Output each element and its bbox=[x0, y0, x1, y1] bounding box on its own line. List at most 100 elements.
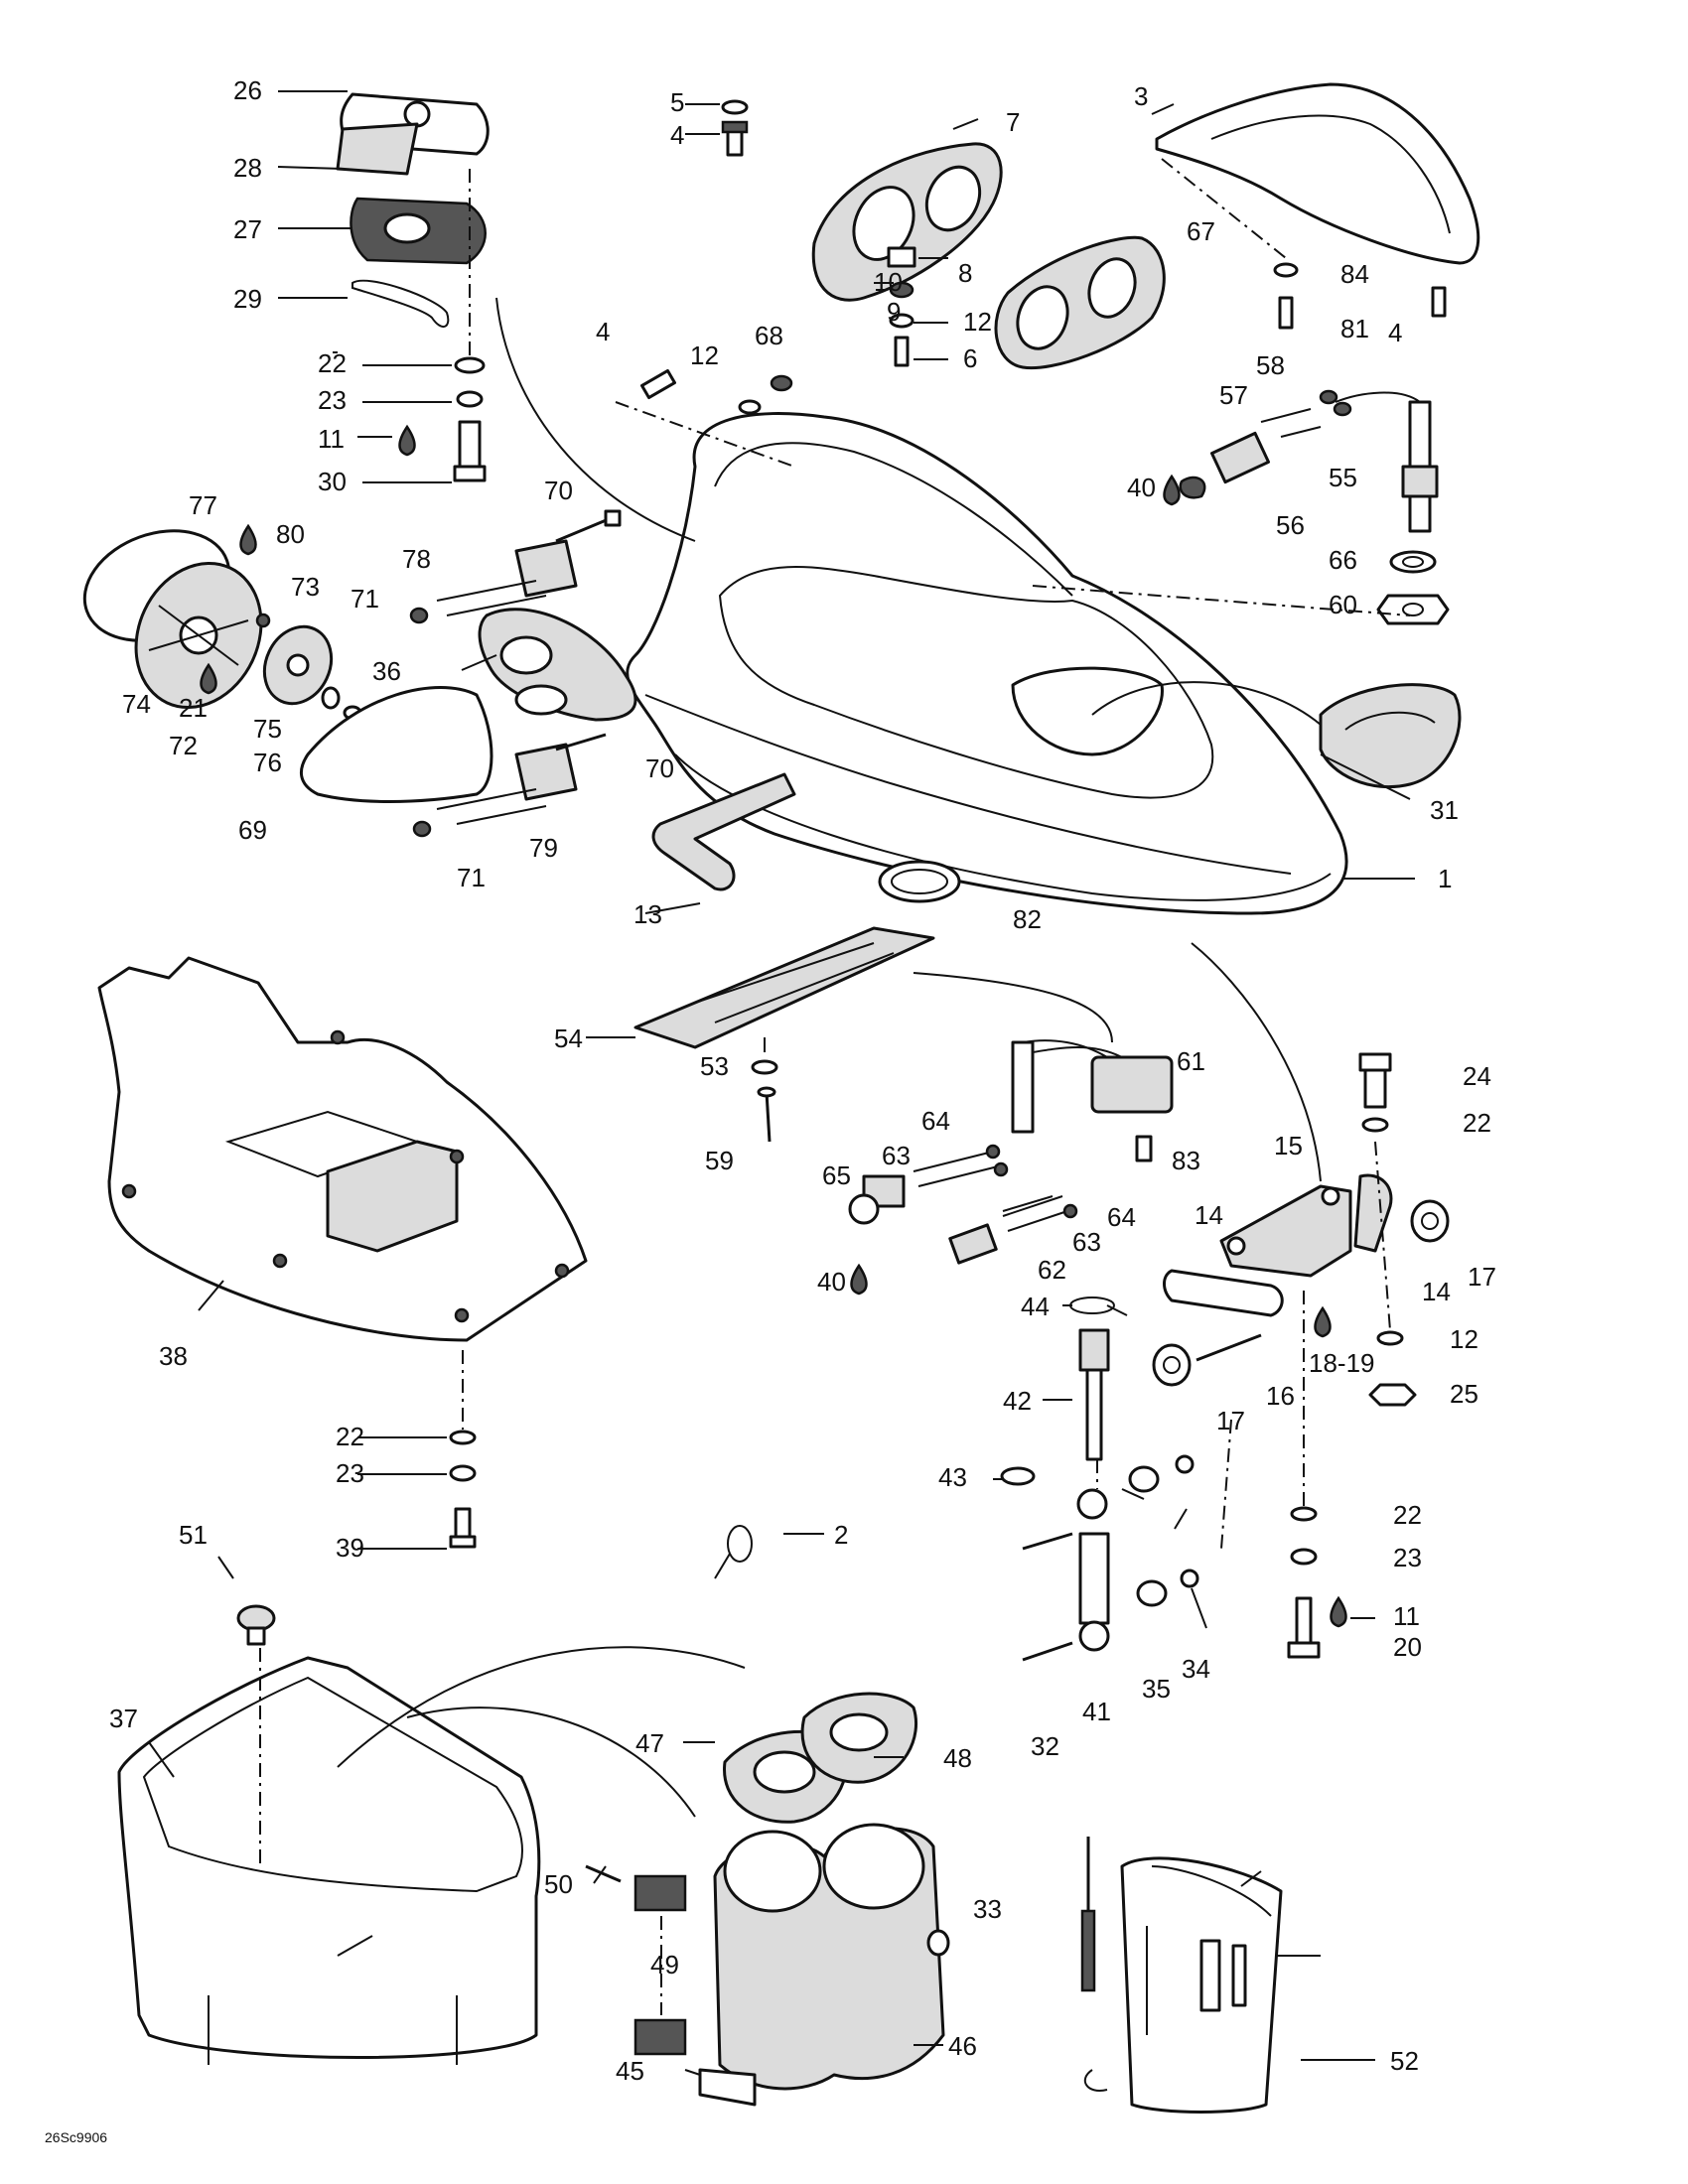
callout-80: 80 bbox=[276, 519, 305, 549]
part-5-washer bbox=[721, 99, 749, 115]
callout-4-windshield: 4 bbox=[1388, 318, 1402, 347]
callout-36: 36 bbox=[372, 656, 401, 686]
callout-71-lower: 71 bbox=[457, 863, 486, 892]
callout-52: 52 bbox=[1390, 2046, 1419, 2076]
part-49-plate-lower bbox=[633, 2018, 687, 2056]
part-34-clip bbox=[1175, 1454, 1199, 1588]
callout-69: 69 bbox=[238, 815, 267, 845]
callout-30: 30 bbox=[318, 467, 347, 496]
part-66-washer bbox=[1389, 550, 1437, 574]
oil-drop-icon-21 bbox=[200, 662, 217, 695]
callout-5: 5 bbox=[670, 87, 684, 117]
part-70-bolt-lower bbox=[555, 733, 607, 751]
callout-77: 77 bbox=[189, 490, 217, 520]
oil-drop-icon-18-19 bbox=[1314, 1305, 1332, 1338]
callout-11-top: 11 bbox=[318, 424, 345, 454]
part-23-lockwasher-right bbox=[1290, 1548, 1318, 1566]
part-37-storage-bin bbox=[117, 1656, 541, 2065]
part-23-lockwasher-tray bbox=[449, 1464, 477, 1482]
callout-25: 25 bbox=[1450, 1379, 1478, 1409]
callout-40-top: 40 bbox=[1127, 473, 1156, 502]
oil-drop-icon-80 bbox=[239, 523, 257, 556]
callout-61: 61 bbox=[1177, 1046, 1205, 1076]
callout-28: 28 bbox=[233, 153, 262, 183]
callout-54: 54 bbox=[554, 1024, 583, 1053]
callout-20: 20 bbox=[1393, 1632, 1422, 1662]
part-24-bolt bbox=[1358, 1052, 1392, 1109]
callout-40-bottom: 40 bbox=[817, 1267, 846, 1297]
callout-23-right: 23 bbox=[1393, 1543, 1422, 1572]
part-36-light-housing bbox=[478, 608, 637, 722]
part-12-washer-gauge bbox=[889, 313, 914, 329]
part-58-seals bbox=[1319, 389, 1352, 417]
callout-9: 9 bbox=[887, 297, 901, 327]
part-63-terminals-lower bbox=[1002, 1195, 1054, 1212]
callout-67: 67 bbox=[1187, 216, 1215, 246]
callout-32: 32 bbox=[1031, 1731, 1059, 1761]
part-50-rivet bbox=[585, 1864, 622, 1883]
callout-84: 84 bbox=[1340, 259, 1369, 289]
callout-13: 13 bbox=[633, 899, 662, 929]
callout-66: 66 bbox=[1329, 545, 1357, 575]
callout-78: 78 bbox=[402, 544, 431, 574]
part-22-washer-top bbox=[454, 356, 486, 374]
callout-26: 26 bbox=[233, 75, 262, 105]
oil-drop-icon-11-right bbox=[1330, 1595, 1347, 1628]
part-23-lockwasher-top bbox=[456, 390, 484, 408]
part-75-spring bbox=[321, 686, 341, 710]
part-73-screw bbox=[255, 613, 271, 628]
part-4-screw-windshield bbox=[1431, 286, 1447, 318]
callout-59: 59 bbox=[705, 1146, 734, 1175]
callout-18-19: 18-19 bbox=[1309, 1348, 1375, 1378]
part-78-hinge-upper bbox=[436, 539, 578, 616]
callout-49: 49 bbox=[650, 1950, 679, 1979]
part-71-nut-lower bbox=[412, 820, 432, 838]
callout-35: 35 bbox=[1142, 1674, 1171, 1704]
callout-58: 58 bbox=[1256, 350, 1285, 380]
part-48-cap bbox=[800, 1692, 918, 1784]
part-56-connector bbox=[1179, 431, 1271, 499]
callout-8: 8 bbox=[958, 258, 972, 288]
part-81-screw bbox=[1278, 296, 1294, 330]
callout-63-lower: 63 bbox=[1072, 1227, 1101, 1257]
callout-37: 37 bbox=[109, 1704, 138, 1733]
part-2-cable-tie bbox=[714, 1525, 753, 1579]
assembly-guides bbox=[259, 158, 1411, 2015]
part-69-lens-cover bbox=[299, 686, 493, 803]
callout-83: 83 bbox=[1172, 1146, 1200, 1175]
callout-44: 44 bbox=[1021, 1292, 1050, 1321]
callout-4-hood: 4 bbox=[596, 317, 610, 346]
callout-47: 47 bbox=[635, 1728, 664, 1758]
callout-65: 65 bbox=[822, 1160, 851, 1190]
callout-60: 60 bbox=[1329, 590, 1357, 619]
callout-55: 55 bbox=[1329, 463, 1357, 492]
callout-75: 75 bbox=[253, 714, 282, 744]
callout-2: 2 bbox=[834, 1520, 848, 1550]
part-41-shock-lower bbox=[1076, 1488, 1110, 1652]
callout-74: 74 bbox=[122, 689, 151, 719]
callout-24: 24 bbox=[1463, 1061, 1491, 1091]
callout-56: 56 bbox=[1276, 510, 1305, 540]
part-29-spring-clip bbox=[352, 279, 450, 328]
part-67-gauge-support bbox=[994, 235, 1166, 370]
callout-21: 21 bbox=[179, 693, 208, 723]
part-4-screw-hood bbox=[640, 368, 676, 400]
part-17-bushing-right bbox=[1410, 1199, 1450, 1243]
callout-79: 79 bbox=[529, 833, 558, 863]
part-6-screw bbox=[894, 336, 910, 367]
part-63-terminals-upper bbox=[913, 1151, 999, 1187]
part-10-spacer bbox=[887, 246, 916, 268]
drawing-code: 26Sc9906 bbox=[45, 2129, 107, 2145]
callout-7: 7 bbox=[1006, 107, 1020, 137]
part-16-pin bbox=[1196, 1333, 1262, 1362]
part-14-arm-left bbox=[1163, 1269, 1284, 1317]
callout-10: 10 bbox=[874, 267, 903, 297]
part-72-bulb-holder bbox=[262, 624, 334, 706]
callout-57: 57 bbox=[1219, 380, 1248, 410]
part-33-washer bbox=[926, 1929, 950, 1957]
part-31-cap bbox=[1319, 683, 1462, 789]
callout-22-top: 22 bbox=[318, 348, 347, 378]
part-44-clamp bbox=[1069, 1297, 1128, 1316]
part-82-grommet bbox=[878, 860, 961, 903]
